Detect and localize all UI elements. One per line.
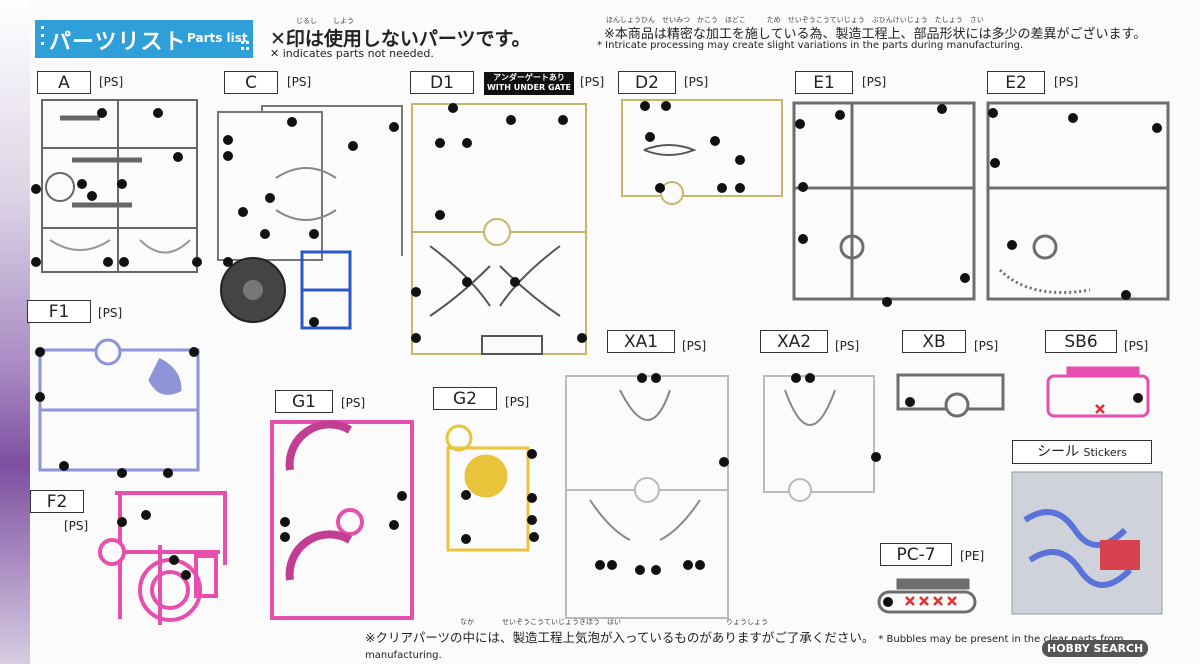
runner-type-F2: [PS] — [64, 519, 89, 533]
runner-F1 — [38, 338, 200, 472]
runner-PC-7 — [877, 578, 977, 614]
runner-label-XB: XB — [902, 330, 966, 353]
part-number-markers — [31, 101, 1162, 607]
ruby-shirushi: じるし — [296, 17, 317, 25]
runner-D2 — [621, 99, 783, 205]
runner-type-XA2: [PS] — [835, 339, 860, 353]
runner-G2 — [445, 424, 530, 552]
runner-XA1 — [565, 375, 729, 619]
ruby-shiyou: しよう — [333, 17, 354, 25]
footer-ruby: なか せいぞうこうていじょうきほう はい りょうしょう — [460, 618, 768, 626]
runner-label-E2: E2 — [987, 71, 1045, 94]
runner-label-C: C — [224, 71, 278, 94]
runner-type-C: [PS] — [287, 75, 312, 89]
unneeded-note-en: ✕ indicates parts not needed. — [270, 47, 434, 60]
runner-label-D1: D1 — [410, 71, 474, 94]
background-art — [0, 0, 30, 664]
runner-label-G1: G1 — [275, 390, 333, 413]
sticker-sheet — [1011, 471, 1163, 615]
runner-SB6 — [1046, 366, 1150, 418]
watermark: HOBBY SEARCH — [1042, 640, 1149, 657]
runner-type-A: [PS] — [99, 75, 124, 89]
runner-C — [217, 105, 403, 330]
runner-type-PC-7: [PE] — [960, 549, 985, 563]
runner-F2 — [98, 491, 227, 625]
runner-type-G1: [PS] — [341, 396, 366, 410]
runner-label-XA1: XA1 — [607, 330, 675, 353]
runner-G1 — [270, 420, 414, 620]
stickers-label: シール Stickers — [1012, 440, 1152, 464]
runner-XB — [896, 373, 1005, 418]
dots-icon — [41, 26, 249, 50]
runner-type-XA1: [PS] — [682, 339, 707, 353]
bubbles-note: ※クリアパーツの中には、製造工程上気泡が入っているものがありますがご了承ください… — [365, 630, 1124, 661]
runner-type-F1: [PS] — [98, 306, 123, 320]
unneeded-note: ✕印は使用しないパーツです。 — [270, 28, 531, 50]
runner-type-XB: [PS] — [974, 339, 999, 353]
runner-type-G2: [PS] — [505, 395, 530, 409]
runner-type-E1: [PS] — [862, 75, 887, 89]
page-title: パーツリスト — [49, 30, 187, 55]
runner-label-D2: D2 — [618, 71, 676, 94]
runner-label-F2: F2 — [30, 490, 84, 513]
runner-label-XA2: XA2 — [760, 330, 828, 353]
parts-list-header: パーツリスト Parts list — [35, 20, 253, 58]
runner-label-E1: E1 — [795, 71, 853, 94]
runner-label-G2: G2 — [433, 387, 497, 410]
manufacturing-notice: ※本商品は精密な加工を施している為、製造工程上、部品形状には多少の差異がございま… — [604, 27, 1147, 42]
notice-ruby: ほんしょうひん せいみつ かこう ほどこ ため せいぞうこうていじょう ぶひんけ… — [606, 16, 984, 24]
runner-A — [41, 99, 198, 273]
runner-E2 — [986, 101, 1170, 301]
runner-XA2 — [763, 375, 875, 502]
runner-type-D2: [PS] — [684, 75, 709, 89]
runner-type-D1: [PS] — [580, 75, 605, 89]
runner-type-E2: [PS] — [1054, 75, 1079, 89]
runner-E1 — [792, 101, 976, 301]
runner-label-SB6: SB6 — [1045, 330, 1117, 353]
page-title-en: Parts list — [187, 31, 248, 45]
runner-label-A: A — [37, 71, 91, 94]
manufacturing-notice-en: * Intricate processing may create slight… — [597, 40, 1024, 51]
runner-label-PC-7: PC-7 — [880, 543, 952, 566]
runner-type-SB6: [PS] — [1124, 339, 1149, 353]
runner-D1 — [411, 103, 587, 355]
runner-label-F1: F1 — [27, 300, 91, 323]
